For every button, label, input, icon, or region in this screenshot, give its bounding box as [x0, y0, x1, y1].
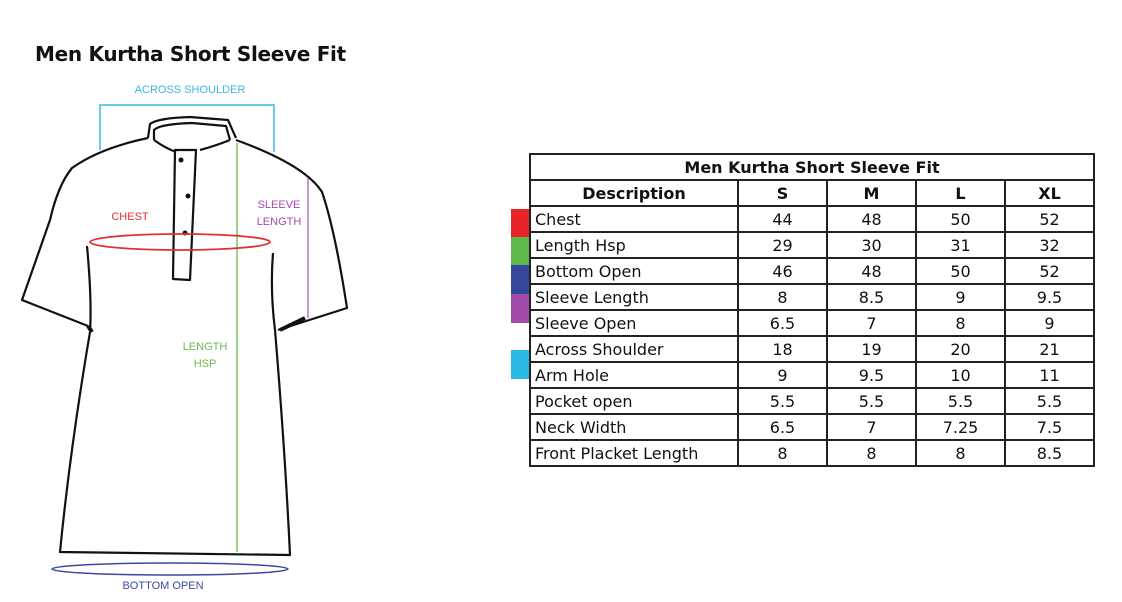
size-value: 6.5	[737, 309, 828, 337]
header-size-s: S	[737, 179, 828, 207]
size-value: 5.5	[826, 387, 917, 415]
size-value: 7	[826, 413, 917, 441]
buttons	[178, 157, 191, 236]
color-swatch	[511, 350, 529, 379]
size-value: 8	[915, 439, 1006, 467]
size-value: 31	[915, 231, 1006, 259]
size-value: 7	[826, 309, 917, 337]
row-description: Neck Width	[529, 413, 739, 441]
size-value: 5.5	[737, 387, 828, 415]
length-hsp-label: LENGTH HSP	[183, 339, 228, 373]
length-hsp-label-line1: LENGTH	[182, 341, 228, 353]
size-value: 9.5	[826, 361, 917, 389]
row-description: Arm Hole	[529, 361, 739, 389]
size-value: 8.5	[826, 283, 917, 311]
size-value: 7.25	[915, 413, 1006, 441]
size-value: 30	[826, 231, 917, 259]
size-value: 20	[915, 335, 1006, 363]
row-description: Bottom Open	[529, 257, 739, 285]
size-value: 9	[737, 361, 828, 389]
color-swatch	[511, 237, 529, 267]
row-description: Across Shoulder	[529, 335, 739, 363]
size-value: 11	[1004, 361, 1095, 389]
size-value: 9	[1004, 309, 1095, 337]
size-value: 46	[737, 257, 828, 285]
header-description: Description	[529, 179, 739, 207]
size-value: 32	[1004, 231, 1095, 259]
size-value: 50	[915, 257, 1006, 285]
bottom-open-ellipse	[51, 562, 289, 576]
row-description: Sleeve Length	[529, 283, 739, 311]
size-value: 5.5	[915, 387, 1006, 415]
size-value: 52	[1004, 257, 1095, 285]
across-shoulder-label: ACROSS SHOULDER	[134, 84, 246, 96]
size-value: 9	[915, 283, 1006, 311]
length-hsp-label-line2: HSP	[193, 358, 217, 370]
size-value: 48	[826, 257, 917, 285]
size-value: 10	[915, 361, 1006, 389]
size-value: 8	[826, 439, 917, 467]
size-value: 5.5	[1004, 387, 1095, 415]
size-value: 44	[737, 205, 828, 233]
sleeve-length-label-line2: LENGTH	[256, 216, 302, 228]
header-size-xl: XL	[1004, 179, 1095, 207]
chest-ellipse	[89, 233, 271, 251]
sleeve-length-label: SLEEVE LENGTH	[257, 197, 302, 231]
size-value: 48	[826, 205, 917, 233]
table-title: Men Kurtha Short Sleeve Fit	[529, 153, 1095, 181]
row-description: Chest	[529, 205, 739, 233]
sleeve-length-label-line1: SLEEVE	[257, 199, 301, 211]
row-description: Pocket open	[529, 387, 739, 415]
row-description: Length Hsp	[529, 231, 739, 259]
size-value: 19	[826, 335, 917, 363]
size-value: 7.5	[1004, 413, 1095, 441]
row-description: Front Placket Length	[529, 439, 739, 467]
row-description: Sleeve Open	[529, 309, 739, 337]
header-size-m: M	[826, 179, 917, 207]
shirt-outline	[20, 115, 349, 557]
color-swatch	[511, 209, 529, 238]
header-size-l: L	[915, 179, 1006, 207]
size-value: 8	[737, 439, 828, 467]
size-value: 18	[737, 335, 828, 363]
size-value: 29	[737, 231, 828, 259]
across-shoulder-line	[99, 104, 275, 152]
chest-label: CHEST	[111, 211, 149, 223]
size-value: 50	[915, 205, 1006, 233]
bottom-open-label: BOTTOM OPEN	[122, 580, 204, 592]
size-value: 52	[1004, 205, 1095, 233]
page-title: Men Kurtha Short Sleeve Fit	[35, 42, 346, 66]
size-value: 8.5	[1004, 439, 1095, 467]
size-value: 9.5	[1004, 283, 1095, 311]
color-swatch	[511, 293, 529, 323]
size-value: 21	[1004, 335, 1095, 363]
size-value: 6.5	[737, 413, 828, 441]
size-value: 8	[915, 309, 1006, 337]
size-value: 8	[737, 283, 828, 311]
color-swatch	[511, 265, 529, 295]
